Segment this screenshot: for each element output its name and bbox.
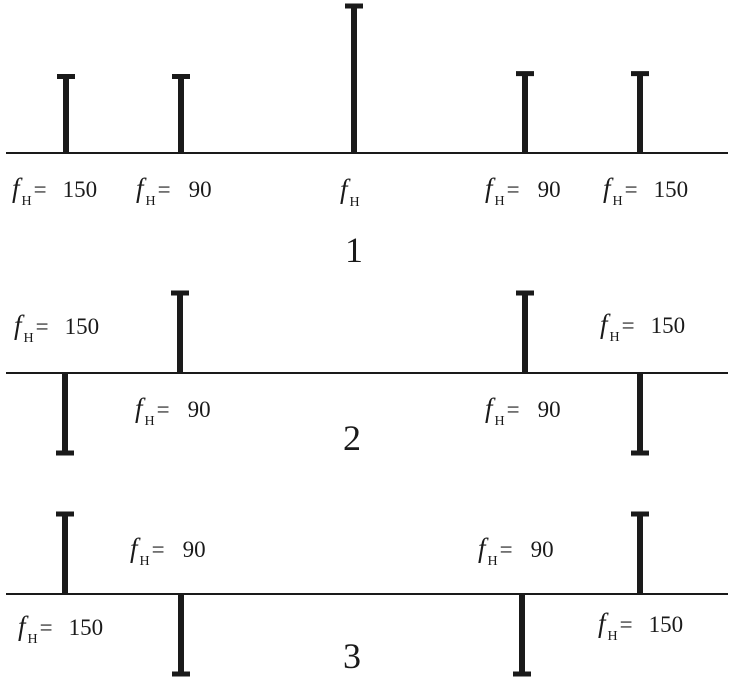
- panel-number: 1: [345, 230, 363, 270]
- panel-number: 3: [343, 636, 361, 676]
- panel-number: 2: [343, 418, 361, 458]
